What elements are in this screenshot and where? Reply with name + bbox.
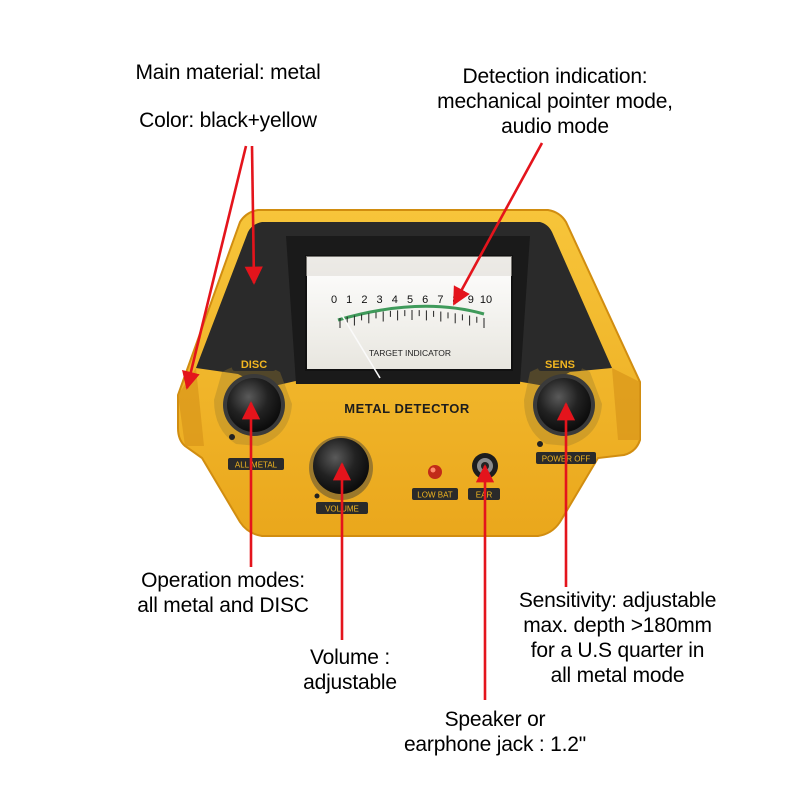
volume-line: adjustable (303, 671, 397, 694)
scale-number: 7 (437, 294, 443, 306)
scale-number: 5 (407, 294, 413, 306)
sensitivity-line: max. depth >180mm (523, 614, 712, 637)
operation-modes-line: all metal and DISC (137, 594, 309, 617)
disc-knob[interactable] (227, 378, 281, 432)
scale-number: 2 (361, 294, 367, 306)
volume-callout: Volume : adjustable (285, 645, 415, 695)
meter-needle (339, 311, 381, 379)
arrow-to-meter (452, 142, 544, 306)
scale-number: 3 (377, 294, 383, 306)
scale-number: 0 (331, 294, 337, 306)
scale-number: 4 (392, 294, 398, 306)
sensitivity-line: all metal mode (550, 664, 685, 687)
arrow-to-edge (182, 145, 248, 390)
volume-line: Volume : (309, 646, 391, 669)
scale-number: 9 (468, 294, 474, 306)
speaker-line: Speaker or (444, 708, 546, 731)
brand-label: METAL DETECTOR (344, 401, 470, 416)
operation-modes-callout: Operation modes: all metal and DISC (118, 568, 328, 618)
detection-line: Detection indication: (462, 65, 648, 88)
speaker-line: earphone jack : 1.2" (403, 733, 587, 756)
sens-label: SENS (545, 359, 575, 371)
material-callout: Main material: metal (118, 60, 338, 85)
color-callout: Color: black+yellow (118, 108, 338, 133)
disc-label: DISC (241, 359, 267, 371)
operation-modes-line: Operation modes: (141, 569, 305, 592)
speaker-callout: Speaker or earphone jack : 1.2" (385, 707, 605, 757)
scale-number: 1 (346, 294, 352, 306)
all-metal-label: ALL METAL (235, 461, 278, 470)
detection-line: audio mode (501, 115, 609, 138)
low-bat-indicator: LOW BAT (412, 465, 458, 500)
scale-number: 10 (480, 294, 492, 306)
sensitivity-line: Sensitivity: adjustable (518, 589, 717, 612)
detection-callout: Detection indication: mechanical pointer… (405, 64, 705, 139)
scale-number: 6 (422, 294, 428, 306)
detection-line: mechanical pointer mode, (437, 90, 673, 113)
color-text: Color: black+yellow (139, 109, 317, 132)
material-text: Main material: metal (135, 61, 321, 84)
meter-label: TARGET INDICATOR (369, 348, 451, 358)
callout-arrows (182, 142, 576, 700)
sens-knob[interactable] (537, 378, 591, 432)
arrow-to-hood (244, 145, 263, 285)
sensitivity-callout: Sensitivity: adjustable max. depth >180m… (500, 588, 735, 688)
sensitivity-line: for a U.S quarter in (530, 639, 705, 662)
low-bat-label: LOW BAT (417, 491, 453, 500)
